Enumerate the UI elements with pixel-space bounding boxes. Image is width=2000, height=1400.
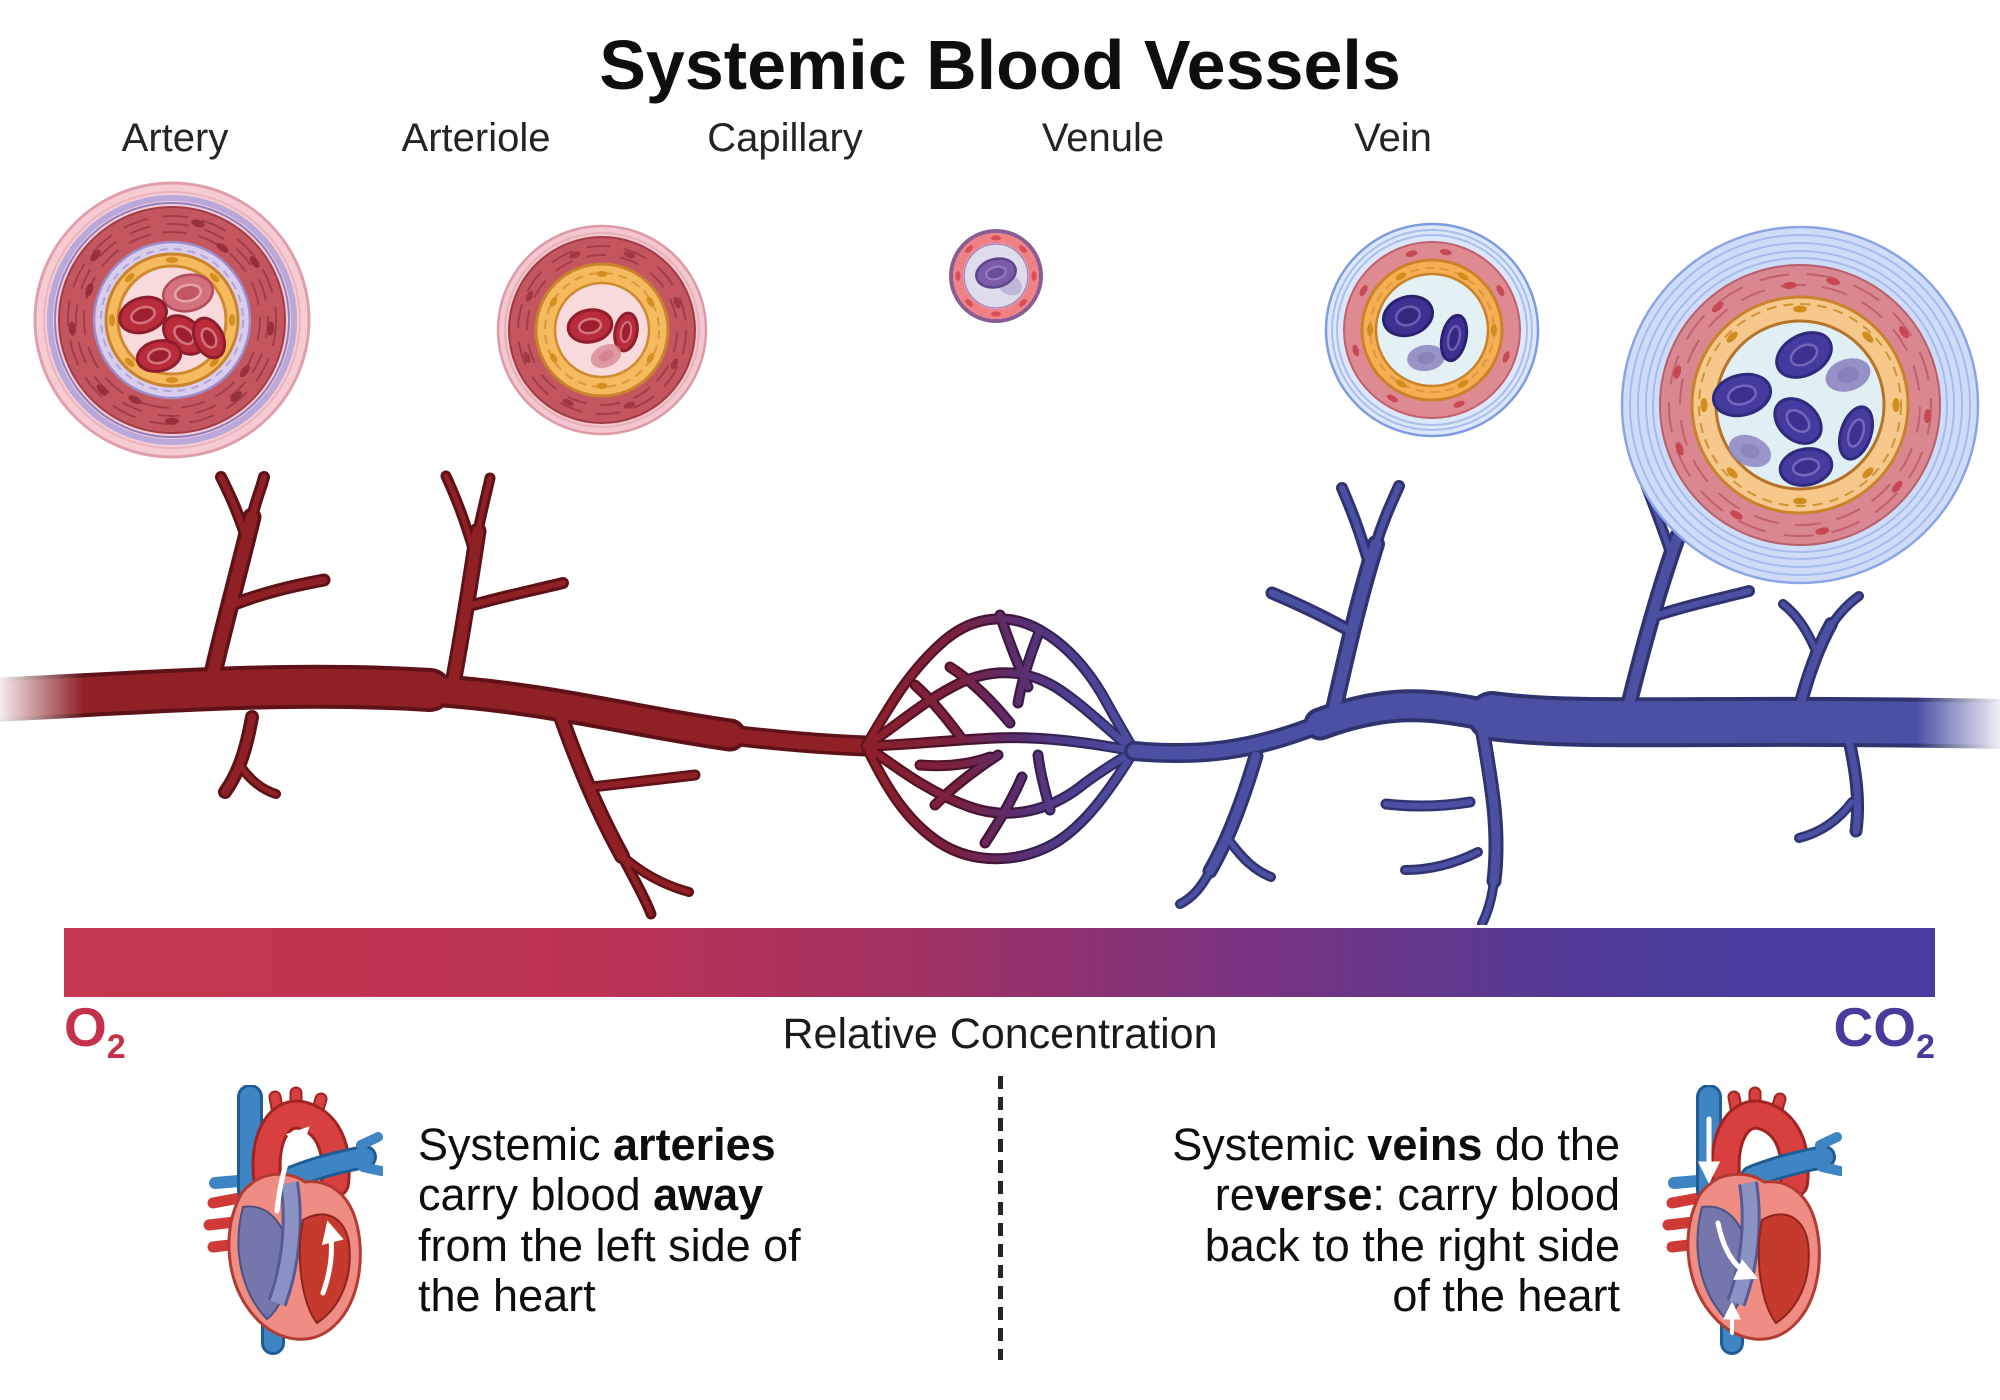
purple-blood-cell — [975, 257, 1017, 289]
dashed-divider-line — [998, 1076, 1003, 1360]
page-title: Systemic Blood Vessels — [599, 26, 1401, 104]
blood-cells — [1711, 331, 1875, 487]
note-text: do the re — [1214, 1119, 1620, 1221]
co2-subscript: 2 — [1916, 1028, 1935, 1066]
label-vein: Vein — [1354, 116, 1432, 160]
gradient-bar-caption: Relative Concentration — [782, 1010, 1218, 1058]
blood-cells — [1382, 294, 1469, 372]
red-blood-cells — [118, 273, 227, 373]
artery-cross-section-illustration — [33, 181, 311, 459]
o2-subscript: 2 — [106, 1028, 126, 1066]
o2-symbol: O — [64, 996, 107, 1058]
vein-cross-section-illustration — [1620, 225, 1980, 585]
systemic-veins-note: Systemic veins do the reverse: carry blo… — [1168, 1119, 1620, 1322]
heart-venous-flow-illustration — [1662, 1085, 1842, 1355]
label-arteriole: Arteriole — [401, 116, 551, 160]
vessel-branching-illustration — [0, 470, 2000, 925]
heart-arterial-flow-illustration — [203, 1085, 383, 1355]
note-bold: arteries — [613, 1119, 776, 1170]
label-capillary: Capillary — [707, 116, 863, 160]
flow-arrows-in — [1697, 1116, 1759, 1335]
systemic-arteries-note: Systemic arteries carry blood away from … — [418, 1119, 830, 1322]
venule-cross-section-illustration — [1324, 222, 1540, 438]
note-text: : carry blood back to the right side of … — [1204, 1169, 1620, 1322]
capillary-cross-section-illustration — [949, 229, 1043, 323]
arteriole-cross-section-illustration — [496, 224, 708, 436]
note-text: carry blood — [418, 1169, 654, 1221]
note-text: Systemic — [418, 1119, 614, 1170]
o2-co2-gradient-bar — [64, 928, 1935, 997]
flow-arrows-out — [274, 1126, 344, 1296]
note-bold: veins — [1367, 1119, 1483, 1170]
note-bold: verse — [1254, 1169, 1373, 1221]
note-bold: away — [653, 1169, 764, 1221]
co2-label: CO2 — [1834, 1000, 1935, 1066]
vein-branch — [1127, 483, 2000, 925]
artery-branch — [0, 473, 873, 917]
note-text: Systemic — [1172, 1119, 1368, 1170]
o2-label: O2 — [64, 1000, 126, 1066]
label-venule: Venule — [1041, 116, 1165, 160]
label-artery: Artery — [121, 116, 229, 160]
note-text: from the left side of the heart — [418, 1219, 801, 1322]
capillary-bed — [862, 611, 1138, 862]
red-blood-cells — [566, 308, 639, 369]
co2-symbol: CO — [1833, 996, 1917, 1058]
